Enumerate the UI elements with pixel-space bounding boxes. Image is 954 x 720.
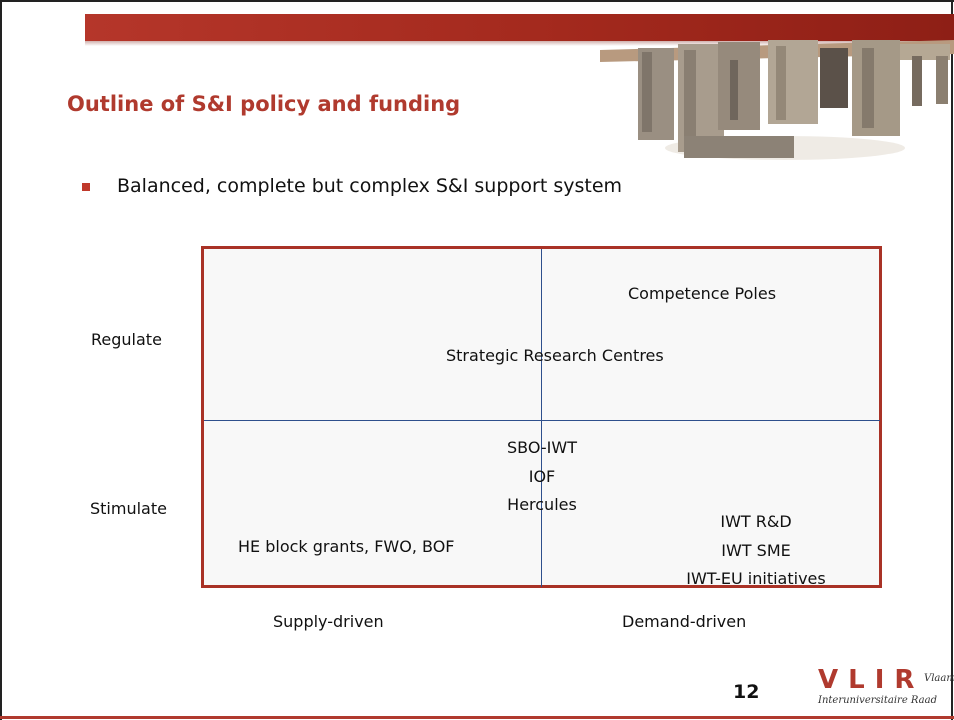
vlir-logo: VLIR Vlaamse Interuniversitaire Raad: [818, 665, 954, 715]
bullet-marker: [82, 183, 90, 191]
item-iwt-eu-initiatives: IWT-EU initiatives: [686, 569, 826, 588]
item-iwt-sme: IWT SME: [721, 541, 791, 560]
row-label-regulate: Regulate: [91, 330, 162, 349]
item-iwt-rd: IWT R&D: [720, 512, 792, 531]
bullet-text: Balanced, complete but complex S&I suppo…: [117, 175, 623, 197]
row-label-stimulate: Stimulate: [90, 499, 167, 518]
slide-frame-right: [951, 0, 953, 720]
stonehenge-image: [600, 40, 954, 160]
logo-sub-text-1: Vlaamse: [924, 673, 954, 684]
item-competence-poles: Competence Poles: [628, 284, 777, 303]
item-sbo-iwt: SBO-IWT: [507, 438, 577, 457]
item-strategic-research-centres: Strategic Research Centres: [446, 346, 664, 365]
col-label-demand-driven: Demand-driven: [622, 612, 747, 631]
slide-title: Outline of S&I policy and funding: [67, 92, 461, 116]
col-label-supply-driven: Supply-driven: [273, 612, 384, 631]
page-number: 12: [733, 681, 760, 703]
logo-sub-text-2: Interuniversitaire Raad: [818, 695, 938, 706]
slide-frame-top: [0, 0, 954, 2]
slide-frame-left: [0, 0, 2, 720]
header-bar: [85, 14, 954, 41]
matrix-horizontal-divider: [204, 420, 880, 421]
item-iof: IOF: [528, 467, 556, 486]
bottom-rule: [0, 716, 954, 719]
item-hercules: Hercules: [507, 495, 577, 514]
logo-main-text: VLIR: [818, 665, 925, 695]
matrix-vertical-divider: [541, 249, 542, 587]
header-bar-shadow: [85, 41, 954, 46]
item-he-block-grants: HE block grants, FWO, BOF: [238, 537, 455, 556]
